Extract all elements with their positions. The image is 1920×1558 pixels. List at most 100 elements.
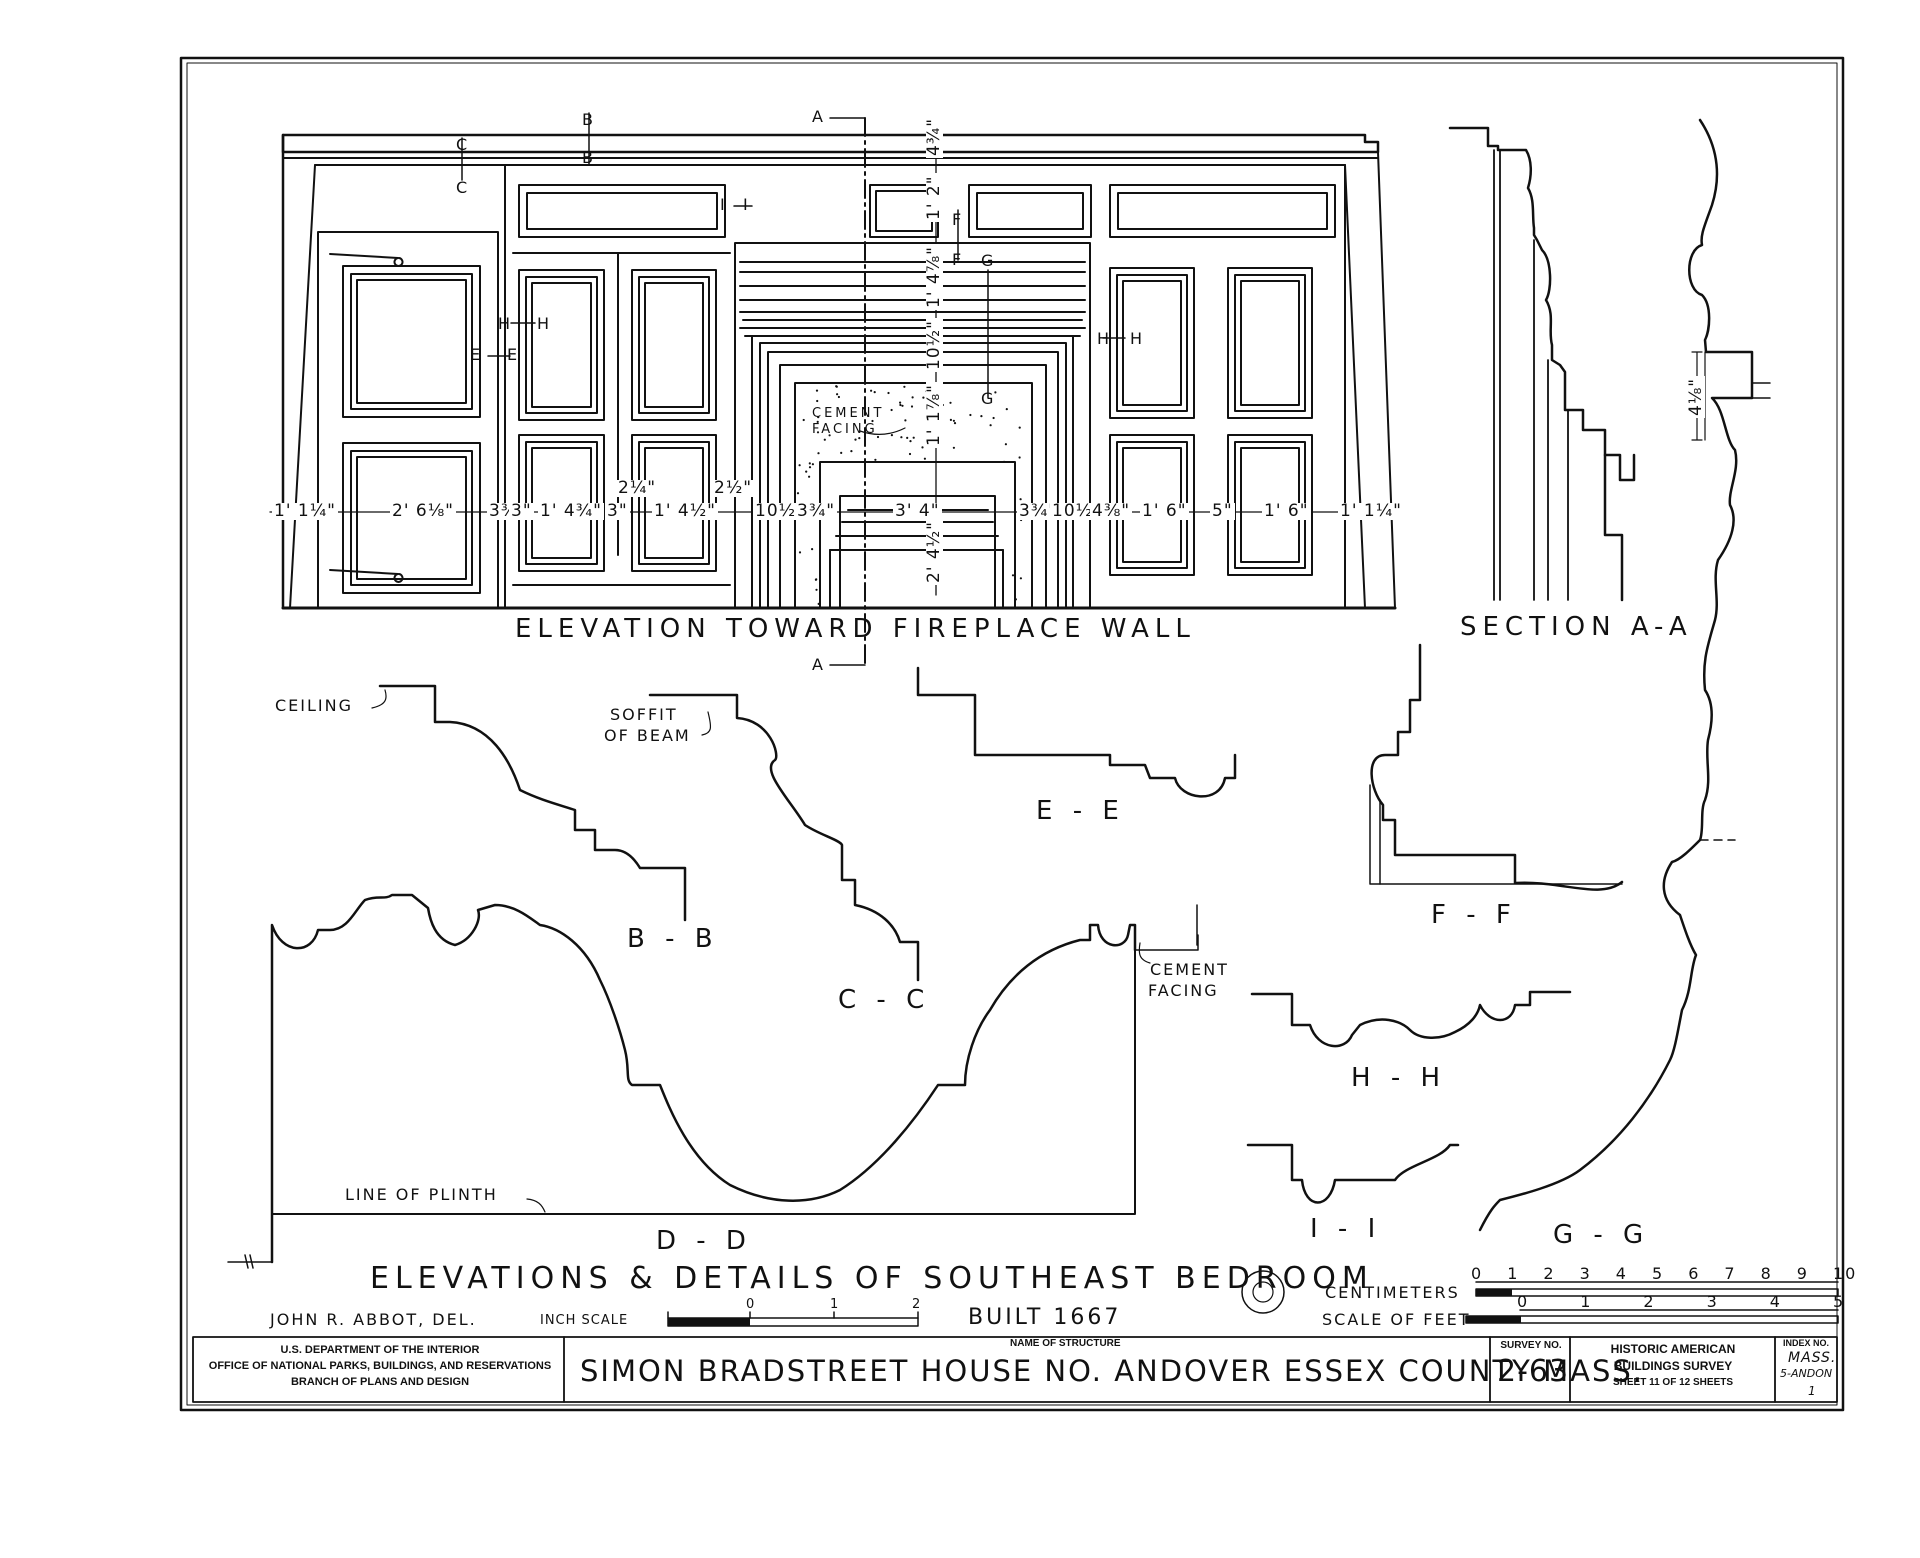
marker-f-bottom: F: [952, 250, 964, 269]
cement-facing-note-line1: CEMENT: [1150, 960, 1229, 979]
feet-tick-4: 4: [1769, 1292, 1782, 1311]
marker-a-top: A: [812, 107, 825, 126]
section-ee-label: E - E: [1036, 796, 1125, 826]
marker-g-bottom: G: [981, 389, 996, 408]
feet-scale-bar: [1465, 1309, 1839, 1324]
index-no-line1: MASS.: [1788, 1350, 1837, 1366]
dim-2: 2' 6⅛": [390, 501, 457, 521]
cm-tick-8: 8: [1760, 1264, 1773, 1283]
marker-c-top: C: [456, 135, 470, 154]
feet-tick-3: 3: [1706, 1292, 1719, 1311]
dim-18: 1' 6": [1262, 501, 1311, 521]
section-hh-profile: [1250, 990, 1572, 1048]
survey-no-label: SURVEY NO.: [1500, 1340, 1562, 1351]
dim-16: 1' 6": [1140, 501, 1189, 521]
vdim-1: 4¾": [924, 115, 944, 158]
feet-tick-2: 2: [1643, 1292, 1656, 1311]
cm-tick-5: 5: [1652, 1264, 1665, 1283]
vdim-6: 2' 4½": [924, 518, 944, 585]
marker-b-bottom: B: [582, 148, 595, 167]
cement-facing-note-line2: FACING: [1148, 981, 1219, 1000]
sheet-title: ELEVATIONS & DETAILS OF SOUTHEAST BEDROO…: [370, 1261, 1374, 1296]
dim-17: 5": [1210, 501, 1235, 521]
dim-9: 2½": [712, 478, 755, 498]
section-ii-label: I - I: [1310, 1214, 1382, 1244]
section-cc-profile: [648, 693, 920, 982]
cm-scale-bar: [1475, 1281, 1839, 1297]
habs-line-2: BUILDINGS SURVEY: [1613, 1359, 1733, 1373]
soffit-note-line1: SOFFIT: [610, 705, 678, 724]
delineator: JOHN R. ABBOT, DEL.: [270, 1310, 477, 1329]
gg-dimension: 4⅛": [1686, 375, 1706, 418]
marker-i-left: I: [720, 195, 727, 214]
cm-tick-9: 9: [1796, 1264, 1809, 1283]
marker-a-bottom: A: [812, 655, 825, 674]
index-no-label: INDEX NO.: [1782, 1338, 1829, 1348]
structure-name: SIMON BRADSTREET HOUSE NO. ANDOVER ESSEX…: [580, 1354, 1644, 1388]
cm-tick-7: 7: [1724, 1264, 1737, 1283]
section-aa-label: SECTION A-A: [1460, 612, 1693, 642]
feet-tick-5: 5: [1833, 1292, 1846, 1311]
built-date: BUILT 1667: [968, 1305, 1122, 1330]
section-ii-profile: [1246, 1143, 1460, 1204]
vdim-4: 10½": [924, 318, 944, 372]
section-aa-profile: [1448, 126, 1636, 602]
section-bb-profile: [378, 684, 687, 922]
section-ee-profile: [916, 666, 1237, 798]
feet-tick-0: 0: [1517, 1292, 1530, 1311]
elevation-title: ELEVATION TOWARD FIREPLACE WALL: [515, 614, 1196, 644]
section-ff-profile: [1369, 643, 1624, 891]
dim-4: 3": [509, 501, 534, 521]
section-cc-label: C - C: [838, 985, 931, 1015]
cm-tick-3: 3: [1579, 1264, 1592, 1283]
cement-facing-note: CEMENT FACING: [812, 406, 885, 438]
name-of-structure-label: NAME OF STRUCTURE: [1010, 1338, 1121, 1349]
dept-line-2: OFFICE OF NATIONAL PARKS, BUILDINGS, AND…: [208, 1360, 552, 1372]
ceiling-note: CEILING: [275, 696, 353, 715]
section-dd-profile: [227, 893, 1199, 1269]
sheet-border: [179, 56, 1845, 1412]
cm-tick-0: 0: [1471, 1264, 1484, 1283]
dim-6: 3": [605, 501, 630, 521]
dim-8: 1' 4½": [652, 501, 719, 521]
marker-g-top: G: [981, 251, 996, 270]
dim-5: 1' 4¾": [538, 501, 605, 521]
marker-e-left: E: [470, 345, 483, 364]
section-dd-label: D - D: [656, 1226, 752, 1256]
title-block: [192, 1336, 1838, 1403]
section-gg-profile: [1478, 118, 1771, 1232]
dim-1: 1' 1¼": [272, 501, 339, 521]
survey-no: 2-63: [1497, 1354, 1570, 1389]
marker-b-top: B: [582, 110, 595, 129]
marker-h-right-1: H: [1097, 329, 1112, 348]
dim-10: 10½": [753, 501, 807, 521]
marker-i-right: I: [743, 195, 750, 214]
dim-11: 3¾": [795, 501, 838, 521]
marker-c-bottom: C: [456, 178, 470, 197]
seal-stamp: [1241, 1270, 1285, 1314]
sheet-number: SHEET 11 OF 12 SHEETS: [1612, 1377, 1734, 1388]
vdim-3: 1' 4⅞": [924, 243, 944, 310]
soffit-note-line2: OF BEAM: [604, 726, 691, 745]
cm-tick-1: 1: [1507, 1264, 1520, 1283]
marker-h-left-2: H: [537, 314, 552, 333]
section-bb-label: B - B: [627, 924, 719, 954]
inch-tick-2: 2: [912, 1297, 922, 1312]
marker-h-left-1: H: [498, 314, 513, 333]
marker-f-top: F: [952, 210, 964, 229]
section-hh-label: H - H: [1351, 1063, 1447, 1093]
index-no-line3: 1: [1808, 1384, 1818, 1398]
vdim-2: 1' 2": [924, 173, 944, 222]
section-gg-label: G - G: [1553, 1220, 1650, 1250]
centimeters-label: CENTIMETERS: [1325, 1283, 1460, 1302]
dim-19: 1' 1¼": [1338, 501, 1405, 521]
inch-scale-label: INCH SCALE: [540, 1313, 629, 1328]
dim-12: 3' 4": [893, 501, 942, 521]
index-no-line2: 5-ANDON: [1780, 1367, 1833, 1380]
dim-15: 4⅜": [1090, 501, 1133, 521]
cm-tick-10: 10: [1833, 1264, 1858, 1283]
dept-line-1: U.S. DEPARTMENT OF THE INTERIOR: [280, 1344, 480, 1356]
section-ff-label: F - F: [1431, 900, 1517, 930]
vdim-5: 1' 1⅞": [924, 381, 944, 448]
